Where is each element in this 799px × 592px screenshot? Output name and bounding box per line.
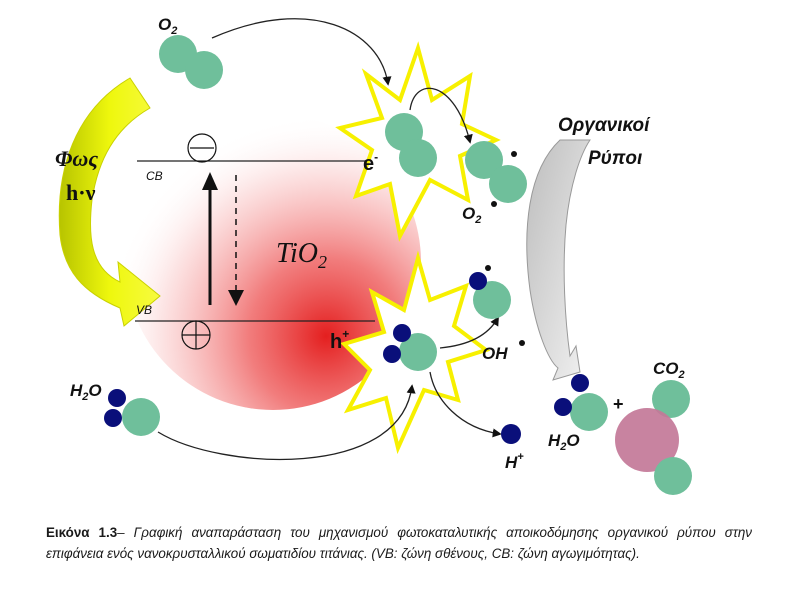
o2-molecule-top [159,35,223,89]
light-formula-label: h·ν [66,180,96,205]
oh-radical-molecule [469,265,511,319]
electron-symbol [187,133,217,163]
caption-text: Γραφική αναπαράσταση του μηχανισμού φωτο… [46,525,752,561]
hole-symbol [181,320,211,350]
oh-radical-label: OH [482,344,508,363]
oh-radical-dot [519,340,525,346]
photocatalysis-diagram: Φως h·ν O2 CB VB e- h+ TiO2 O2 OH H2O H+… [55,15,692,495]
h2o-right-label: H2O [548,431,580,453]
vb-to-h-plus-arrow [429,371,502,438]
light-arrow [58,77,161,327]
h2o-molecule-vb [383,324,437,371]
h2o-molecule-left [104,389,160,436]
caption-label: Εικόνα 1.3 [46,525,118,540]
figure-caption: Εικόνα 1.3– Γραφική αναπαράσταση του μηχ… [46,522,752,564]
organic-pollutants-line2: Ρύποι [588,148,642,169]
o2-to-cb-arrow [211,18,392,86]
plus-sign: + [613,394,624,414]
co2-label: CO2 [653,359,685,381]
h2o-molecule-right [554,374,608,431]
o2-radical-label: O2 [462,204,481,226]
tio2-label: TiO2 [276,238,327,272]
h2o-to-vb-arrow [157,384,416,461]
o2-radical-molecule [465,141,527,203]
hole-label: h+ [330,327,349,353]
h-plus-label: H+ [505,451,524,472]
excitation-arrow [202,172,218,305]
organic-pollutant-arrow [526,139,591,381]
cb-label: CB [146,169,163,183]
caption-dash: – [117,525,134,540]
vb-to-oh-arrow [439,316,499,349]
co2-molecule [615,380,692,495]
recombination-arrow [228,175,244,306]
electron-label: e- [363,150,378,175]
tio2-particle [125,114,421,410]
organic-pollutants-line1: Οργανικοί [558,115,651,136]
h-plus-ion [501,424,521,444]
o2-radical-dot [491,201,497,207]
light-word-label: Φως [55,146,98,171]
o2-top-label: O2 [158,15,177,37]
h2o-left-label: H2O [70,381,102,403]
vb-label: VB [136,303,152,317]
cb-to-radical-arrow [409,87,473,144]
o2-molecule-cb [385,113,437,177]
